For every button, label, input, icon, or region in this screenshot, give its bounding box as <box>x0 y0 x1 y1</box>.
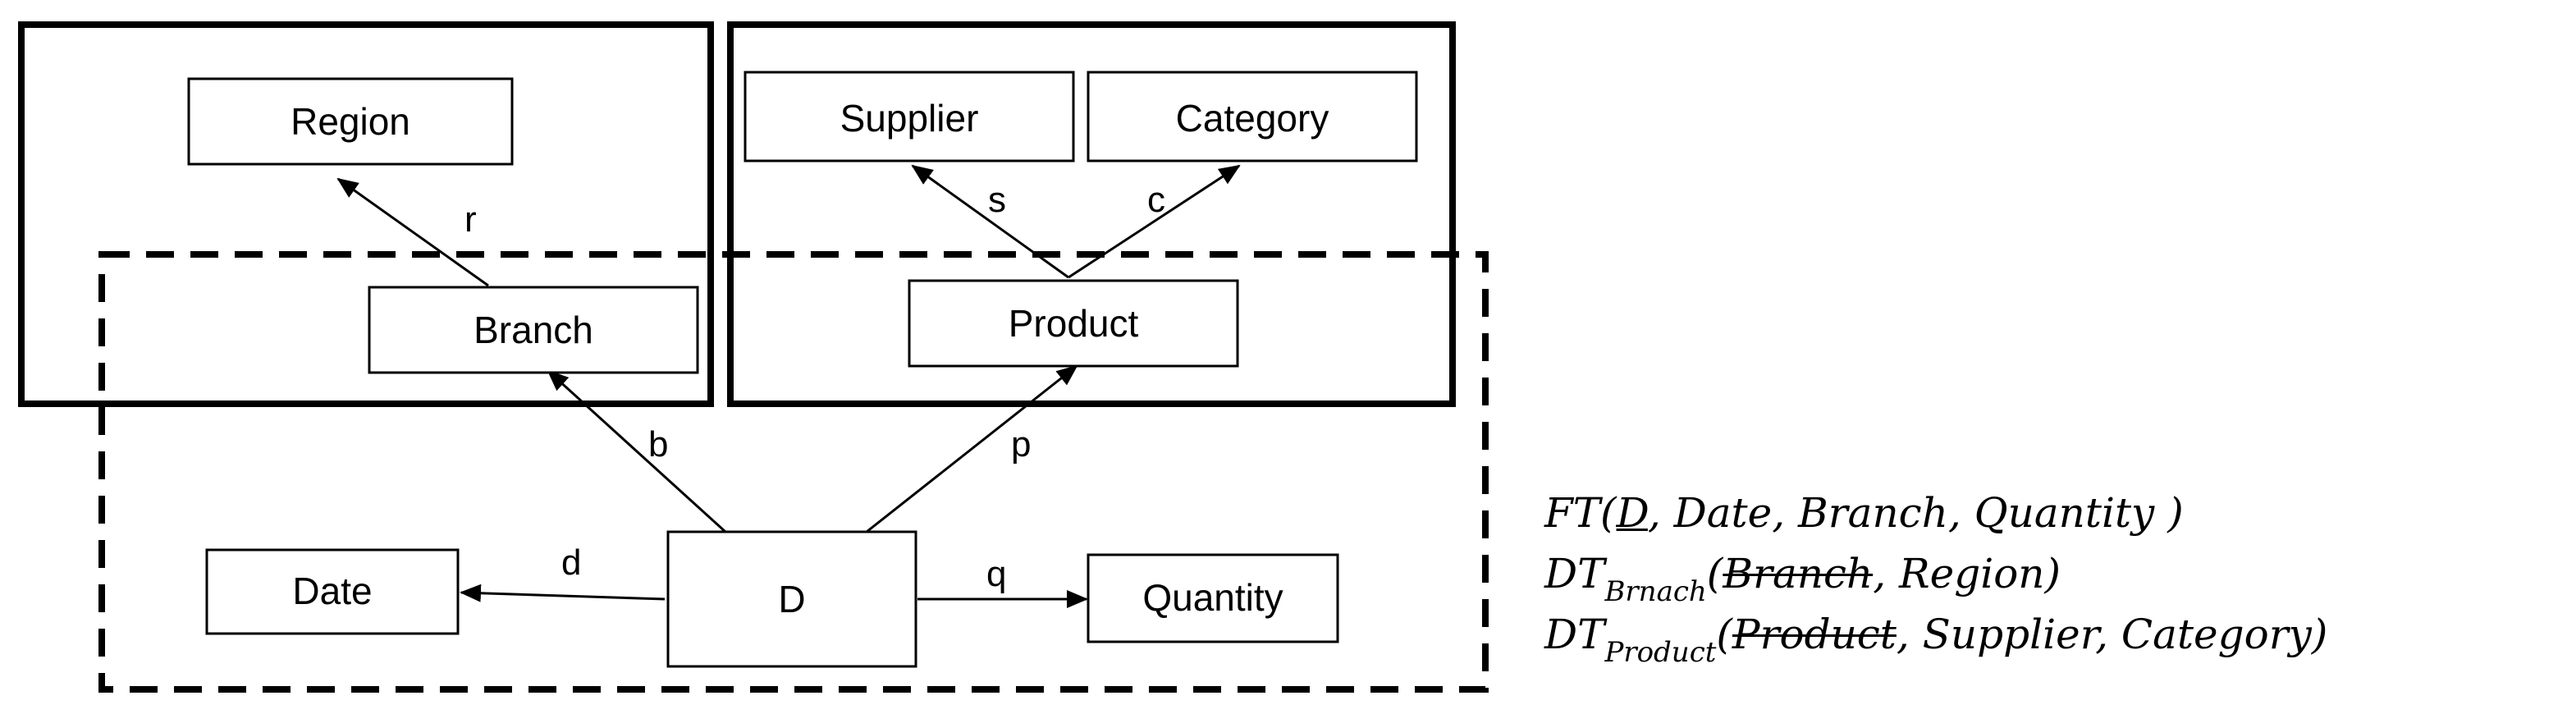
edge-s <box>911 164 1069 279</box>
edge-b <box>547 369 727 533</box>
edge-c <box>1068 164 1241 279</box>
fact-table-frame <box>98 251 1489 693</box>
product-label: Product <box>1009 302 1139 345</box>
edge-label-c: c <box>1147 180 1165 220</box>
edge-d <box>460 584 666 602</box>
edge-label-r: r <box>464 199 477 240</box>
category-node <box>1087 71 1418 162</box>
schema-attributes: , Region) <box>1873 550 2061 597</box>
supplier-node <box>744 71 1075 162</box>
category-label: Category <box>1176 97 1329 140</box>
fact-table-schema: FT(D, Date, Branch, Quantity ) <box>1544 483 2327 543</box>
edge-p <box>866 364 1078 533</box>
region-label: Region <box>291 100 410 143</box>
edge-label-b: b <box>648 424 668 465</box>
schema-key: Branch <box>1723 550 1874 597</box>
schema-subscript: Product <box>1604 636 1717 669</box>
quantity-label: Quantity <box>1142 576 1283 619</box>
product-dimension-frame <box>727 21 1456 407</box>
branch-node <box>368 286 699 374</box>
schema-open: ( <box>1706 550 1723 597</box>
schema-name: DT <box>1544 611 1605 658</box>
product-dimension-schema: DTProduct(Product, Supplier, Category) <box>1544 604 2328 669</box>
schema-subscript: Brnach <box>1604 575 1707 608</box>
schema-key: Product <box>1732 611 1897 658</box>
schema-key: D <box>1616 489 1648 537</box>
relation-schemas: FT(D, Date, Branch, Quantity ) DTBrnach(… <box>1544 483 2328 669</box>
date-node <box>205 548 460 635</box>
schema-name: FT <box>1544 489 1601 537</box>
supplier-label: Supplier <box>840 97 979 140</box>
edge-label-d: d <box>561 542 581 583</box>
d-node <box>666 530 917 668</box>
region-node <box>187 77 514 166</box>
edge-r <box>336 177 489 287</box>
edge-label-p: p <box>1011 424 1031 465</box>
schema-open: ( <box>1716 611 1732 658</box>
branch-dimension-frame <box>18 21 714 407</box>
branch-dimension-schema: DTBrnach(Branch, Region) <box>1544 543 2327 608</box>
edge-label-s: s <box>988 180 1006 220</box>
quantity-node <box>1087 553 1339 643</box>
schema-name: DT <box>1544 550 1605 597</box>
date-label: Date <box>292 570 372 612</box>
edge-label-q: q <box>986 554 1006 594</box>
schema-attributes: , Date, Branch, Quantity ) <box>1647 489 2184 537</box>
schema-open: ( <box>1600 489 1617 537</box>
d-label: D <box>778 578 805 620</box>
schema-attributes: , Supplier, Category) <box>1896 611 2328 658</box>
branch-label: Branch <box>474 309 593 351</box>
product-node <box>908 279 1239 368</box>
